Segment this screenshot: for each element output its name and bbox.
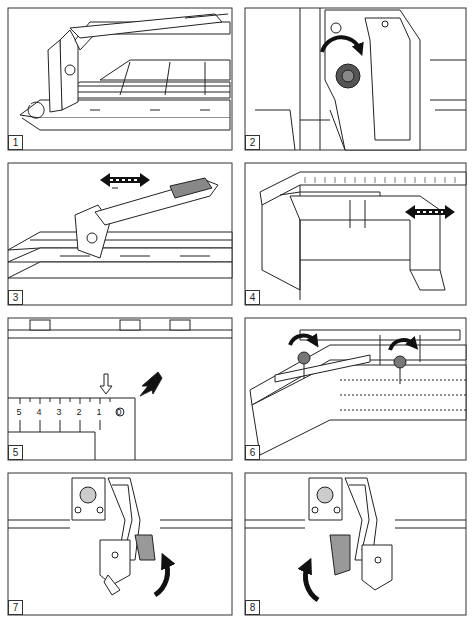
panel-frame	[8, 8, 232, 150]
step-number: 6	[245, 445, 260, 460]
panel-frame	[245, 163, 466, 305]
panel-frame	[245, 8, 466, 150]
ruler-scale	[8, 320, 232, 460]
scale-number: 3	[54, 407, 64, 417]
step-number: 3	[8, 290, 23, 305]
scoring-head	[8, 478, 232, 595]
panel-frame	[8, 318, 232, 460]
step-number: 5	[8, 445, 23, 460]
panel-frame	[245, 318, 466, 460]
scoring-head-reversed	[245, 478, 466, 600]
angle-guide	[260, 172, 466, 300]
step-number: 7	[8, 600, 23, 615]
scale-number: 4	[34, 407, 44, 417]
rail-knobs	[250, 330, 466, 455]
scale-ticks	[305, 177, 455, 183]
tile-cutter-overview	[20, 14, 230, 130]
scale-number: 5	[14, 407, 24, 417]
step-number: 1	[8, 135, 23, 150]
handle-slide	[8, 173, 232, 278]
step-number: 4	[245, 290, 260, 305]
panel-frame	[245, 473, 466, 615]
scale-number: 2	[74, 407, 84, 417]
scale-number: 0	[114, 407, 124, 417]
step-number: 2	[245, 135, 260, 150]
locking-knob-closeup	[255, 8, 466, 150]
panel-frame	[8, 473, 232, 615]
step-number: 8	[245, 600, 260, 615]
panel-frame	[8, 163, 232, 305]
scale-number: 1	[94, 407, 104, 417]
